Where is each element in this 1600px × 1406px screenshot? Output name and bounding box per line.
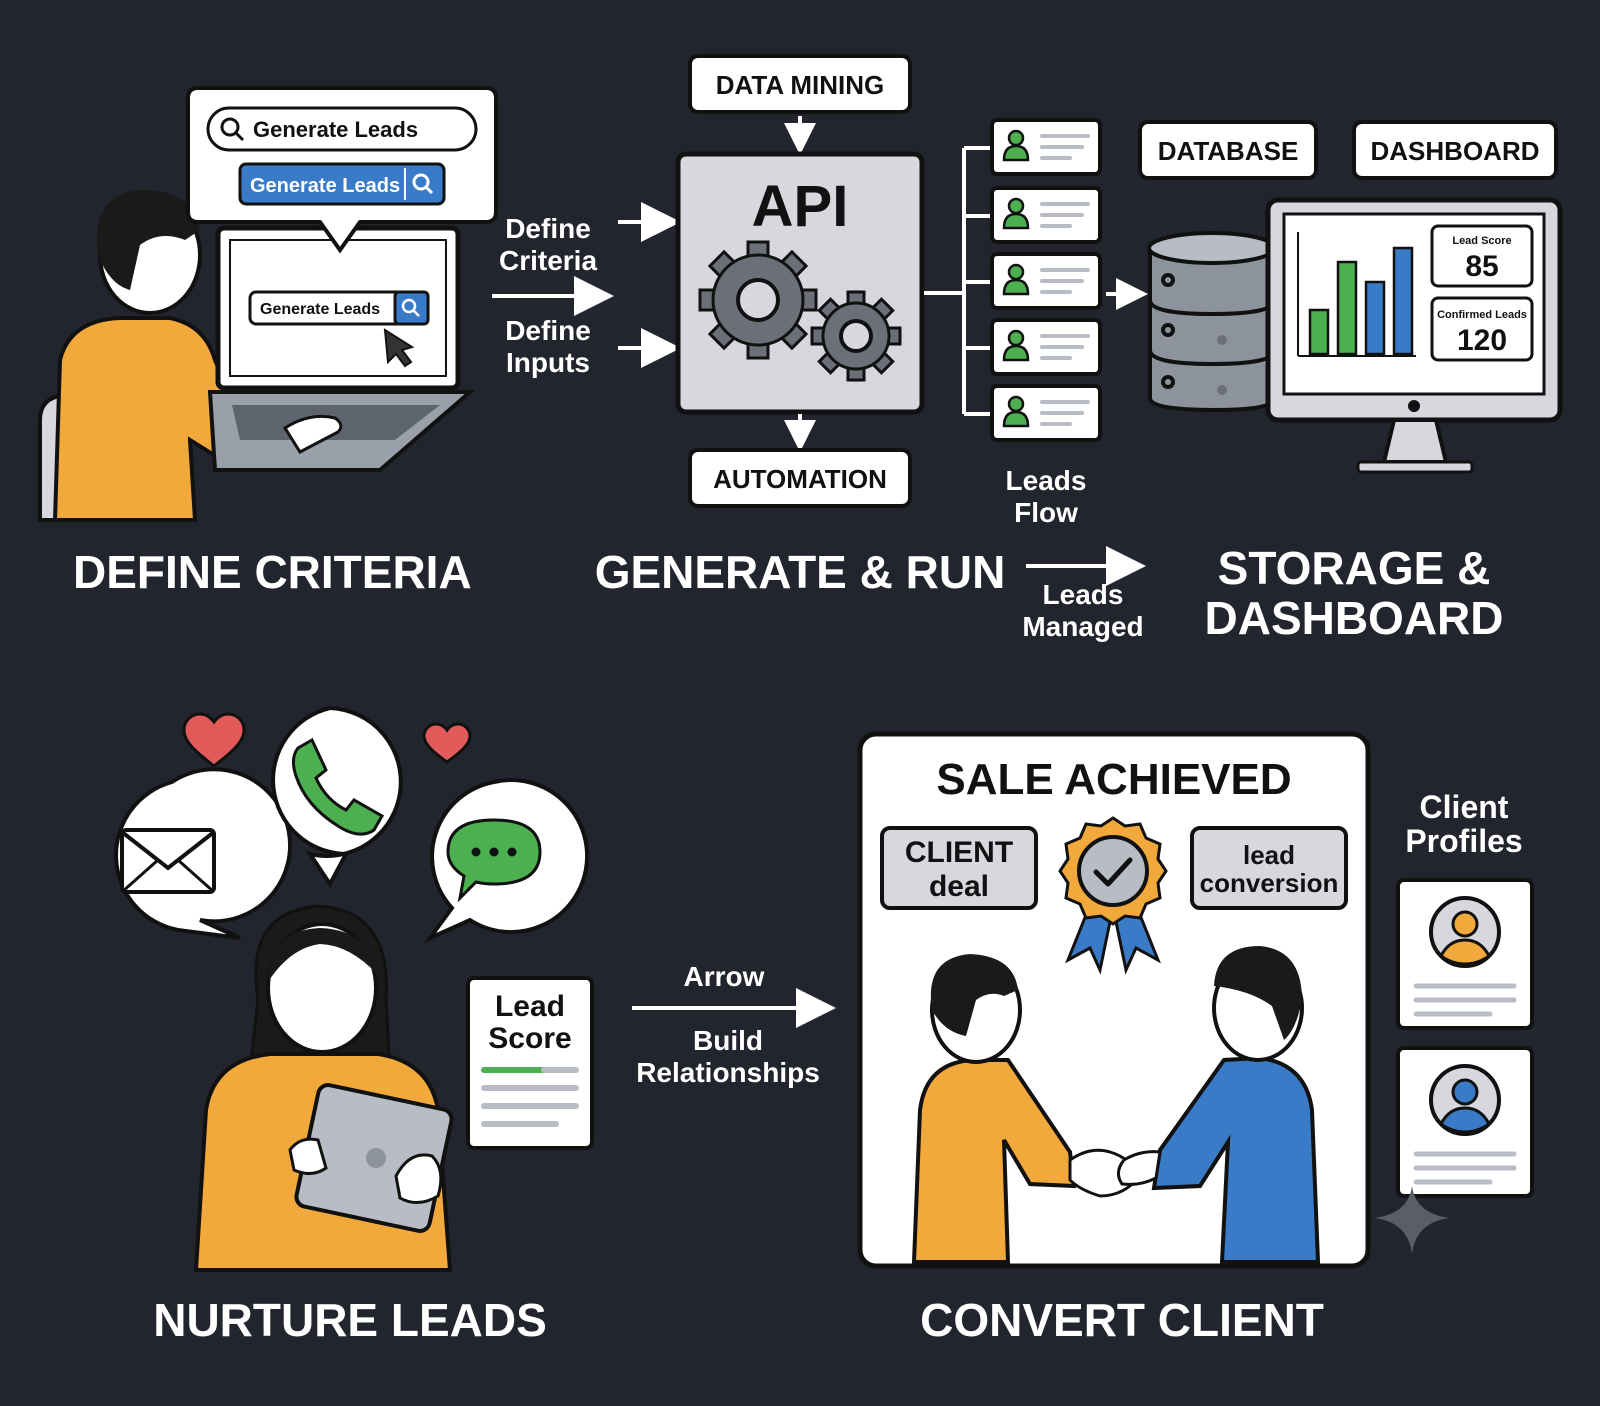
lead-card [990,318,1102,376]
define-criteria-section: Generate Leads Generate Leads Generate L… [38,86,498,598]
automation-label: AUTOMATION [713,464,887,494]
lead-conversion-label-1: lead [1243,840,1295,870]
lead-card [990,186,1102,244]
define-criteria-label-2: Criteria [499,245,597,276]
client-profiles-label-2: Profiles [1405,823,1522,859]
chat-icon [446,818,542,903]
search-icon [401,298,420,317]
dashboard-bar [1392,246,1414,356]
leads-flow-label-2: Flow [1014,497,1078,528]
email-bubble [114,767,292,940]
person-head [96,190,202,315]
person-client-left [911,954,1077,1264]
search-icon [220,117,245,142]
define-criteria-title: DEFINE CRITERIA [73,546,472,598]
storage-dashboard-section: DATABASE DASHBOARD Lead Score 85 Con [1138,120,1563,644]
database-box [1138,120,1318,180]
bubble-search-text: Generate Leads [253,117,418,142]
nurture-title: NURTURE LEADS [153,1294,547,1346]
person-hand [282,414,343,454]
lead-conversion-tag [1190,826,1348,910]
cursor-icon [383,328,415,368]
define-criteria-label-1: Define [505,213,591,244]
search-icon [404,168,434,200]
client-deal-tag [880,826,1038,910]
database-label: DATABASE [1158,136,1299,166]
phone-icon [291,737,385,836]
dashboard-bar [1308,308,1330,356]
storage-title-1: STORAGE & [1218,542,1491,594]
build-label-2: Relationships [636,1057,820,1088]
sale-achieved-title: SALE ACHIEVED [936,755,1291,804]
lead-card [990,118,1102,176]
kpi-card [1430,296,1534,362]
data-mining-box [688,54,912,114]
kpi-value: 120 [1457,324,1507,357]
define-inputs-label-1: Define [505,315,591,346]
convert-section: SALE ACHIEVED CLIENT deal lead conversio… [857,731,1534,1346]
lead-card [990,252,1102,310]
person-client-right [1151,946,1321,1264]
generate-run-section: DATA MINING API [595,54,1006,598]
generate-run-title: GENERATE & RUN [595,546,1006,598]
lead-card [990,384,1102,442]
api-label: API [752,174,849,239]
nurture-section: Lead Score Arrow Build Relationships NUR… [114,705,836,1346]
dashboard-label: DASHBOARD [1371,136,1540,166]
dashboard-bar [1336,260,1358,356]
client-profile-card[interactable] [1396,1046,1534,1198]
chat-bubble [423,778,590,943]
generate-leads-button-label: Generate Leads [250,175,400,197]
automation-box [688,448,912,508]
laptop-search-button[interactable] [393,290,430,326]
storage-title-2: DASHBOARD [1205,592,1504,644]
person-nurture [193,904,454,1272]
client-profiles-label-1: Client [1420,789,1509,825]
dashboard-bar [1364,280,1386,356]
avatar-icon [1429,1064,1501,1136]
kpi-label: Confirmed Leads [1437,309,1527,321]
gear-icon [810,290,902,382]
heart-icon [422,722,472,764]
database-icon [1147,231,1277,413]
kpi-card [1430,224,1534,288]
laptop-search-text: Generate Leads [260,301,380,318]
gear-icon [698,240,818,360]
arrow-label: Arrow [684,961,765,992]
client-deal-label-2: deal [929,870,989,903]
avatar-icon [1429,896,1501,968]
kpi-value: 85 [1465,250,1498,283]
leads-flow: Leads Flow Leads Managed [924,118,1148,642]
lead-score-label-1: Lead [495,990,565,1023]
monitor: Lead Score 85 Confirmed Leads 120 [1265,197,1563,474]
data-mining-label: DATA MINING [716,70,885,100]
client-deal-label-1: CLIENT [905,836,1013,869]
client-profile-card[interactable] [1396,878,1534,1030]
award-badge-icon [1058,816,1168,975]
define-inputs-label-2: Inputs [506,347,590,378]
build-label-1: Build [693,1025,763,1056]
handshake-icon [1068,1148,1162,1198]
lead-conversion-label-2: conversion [1200,868,1339,898]
heart-icon [182,712,246,768]
envelope-icon [120,828,216,894]
bubble-search-field[interactable] [206,106,478,152]
convert-client-title: CONVERT CLIENT [920,1294,1324,1346]
sparkle-icon [1374,1186,1450,1254]
lead-score-label-2: Score [488,1022,571,1055]
generate-leads-button[interactable] [238,162,446,206]
input-arrows: Define Criteria Define Inputs [492,202,681,378]
leads-managed-label-1: Leads [1043,579,1124,610]
leads-flow-label-1: Leads [1006,465,1087,496]
phone-bubble [271,705,403,888]
kpi-label: Lead Score [1452,235,1511,247]
leads-managed-label-2: Managed [1022,611,1143,642]
dashboard-box [1352,120,1558,180]
